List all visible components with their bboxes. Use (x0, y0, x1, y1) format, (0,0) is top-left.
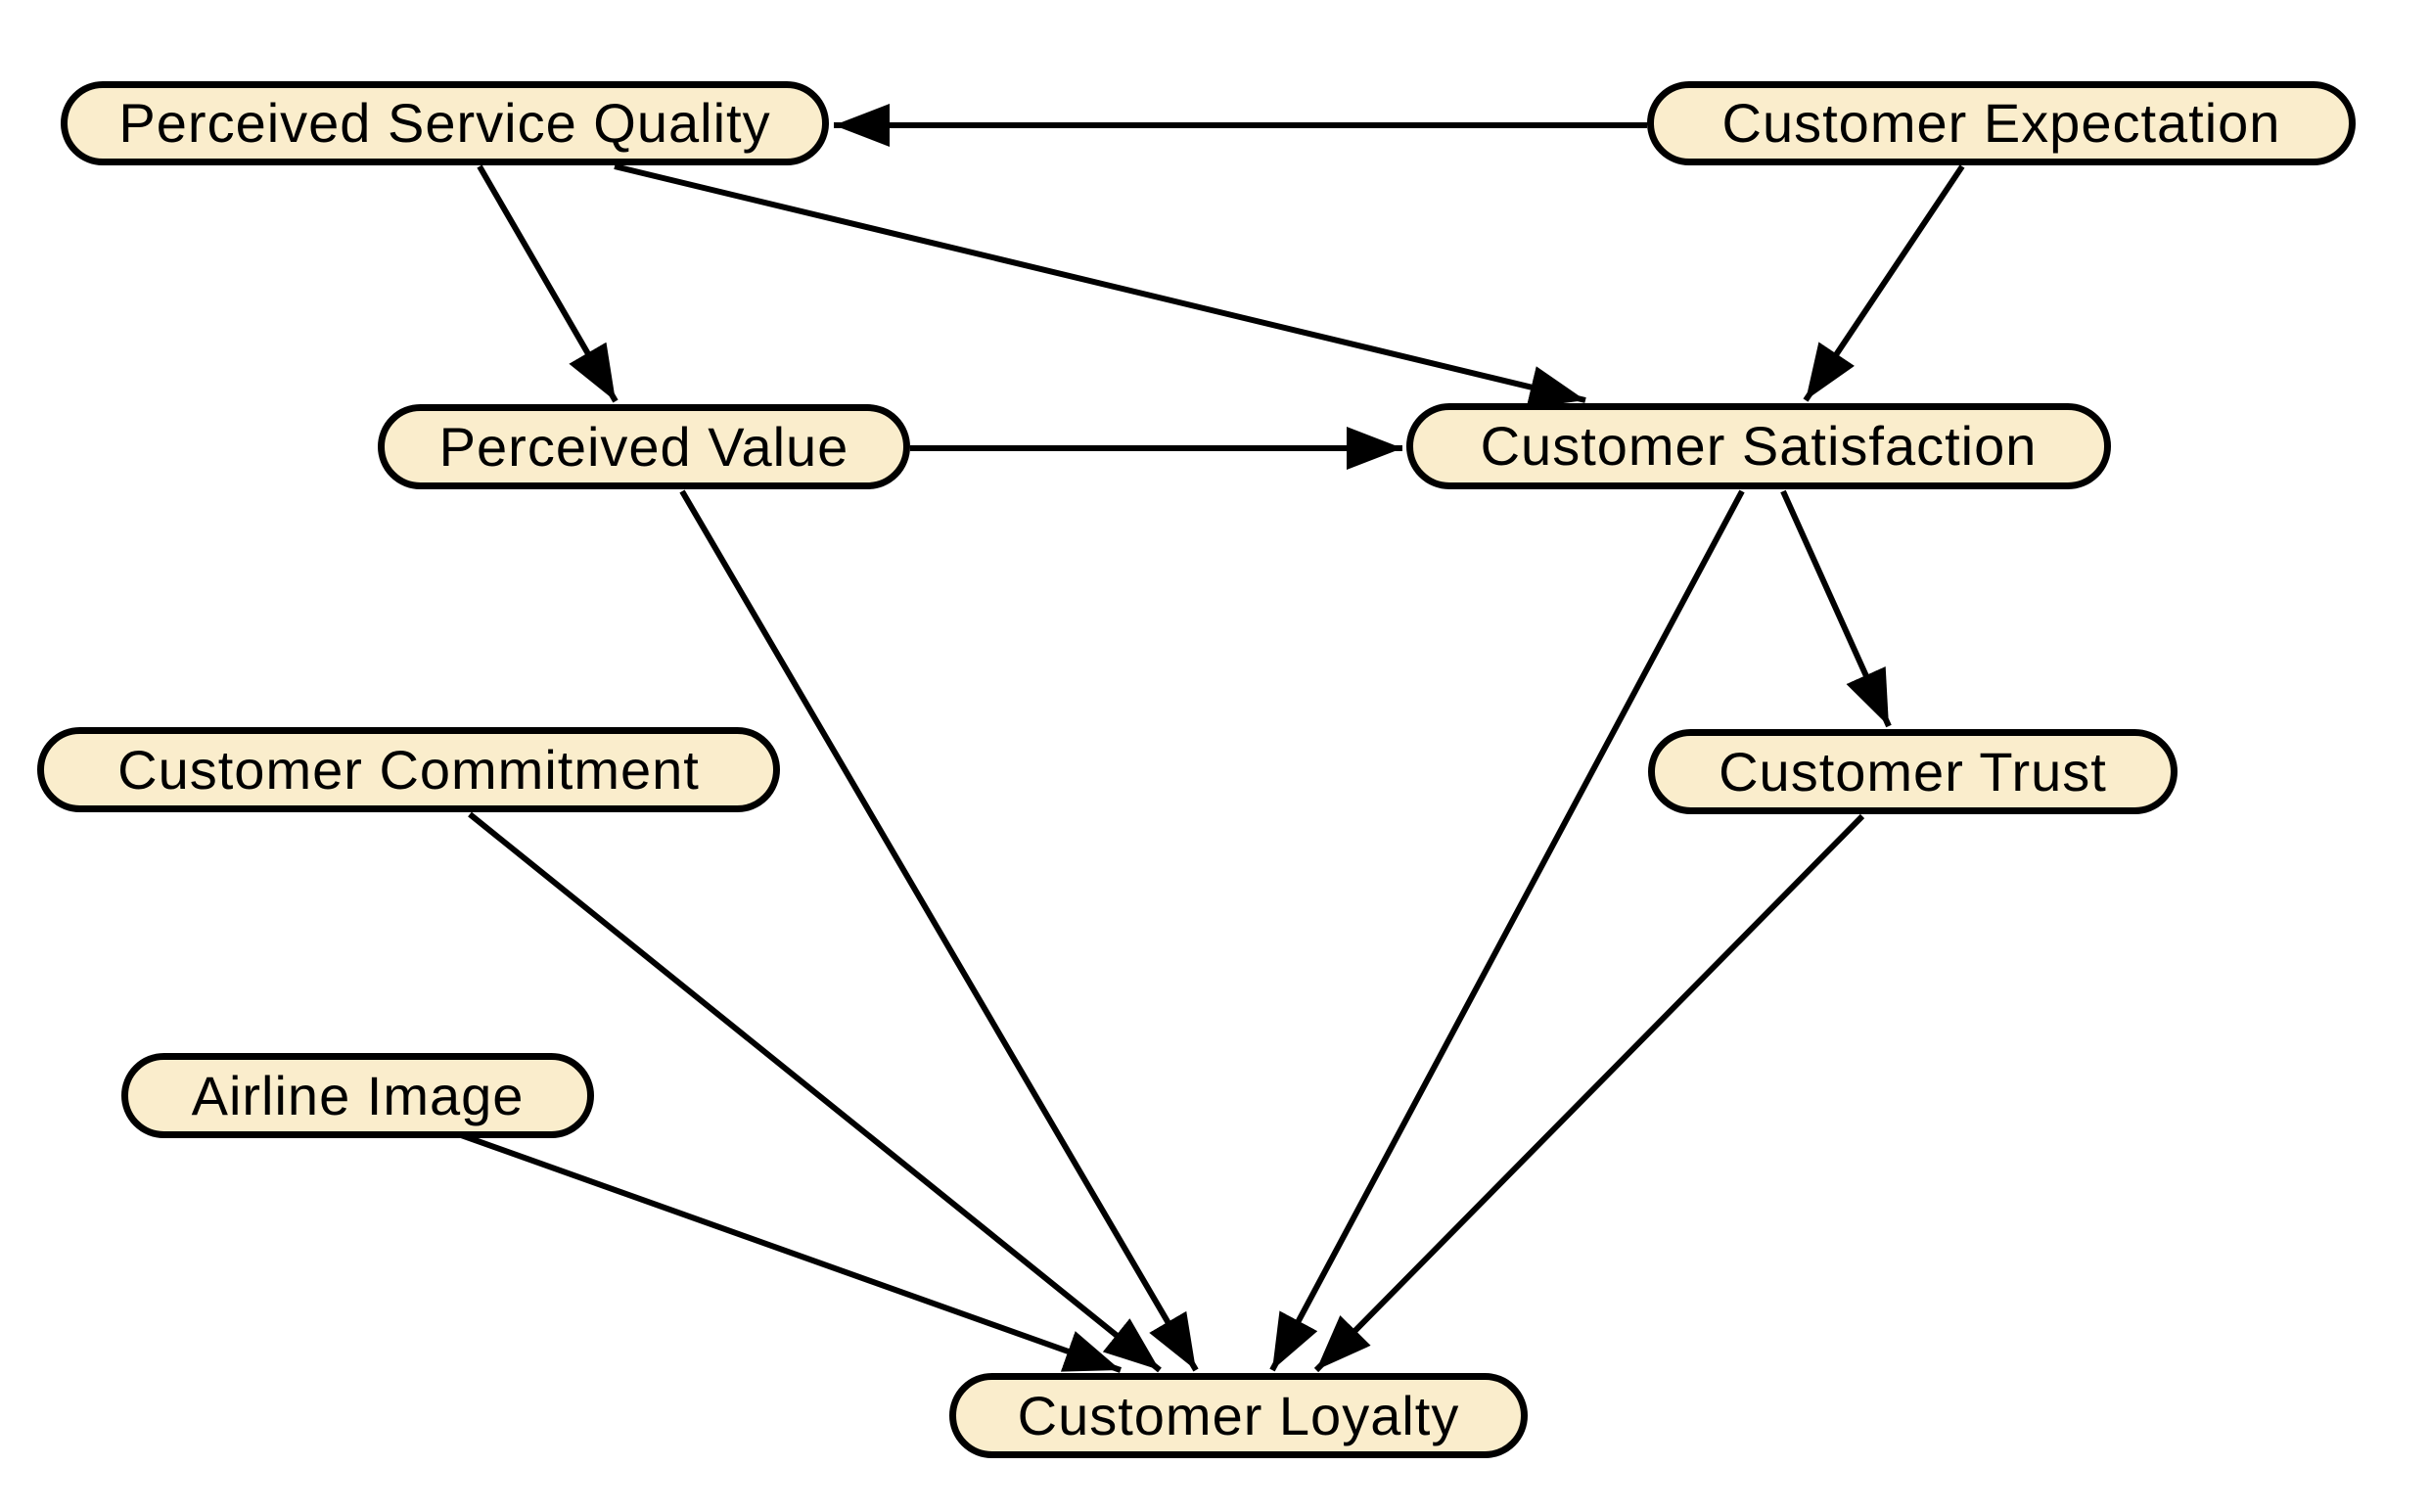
edge-perceived-value-to-customer-loyalty (679, 489, 1199, 1372)
edge-customer-satisfaction-to-customer-loyalty (1269, 489, 1745, 1372)
edge-perceived-service-quality-to-perceived-value (477, 164, 619, 403)
edge-lines (448, 104, 1965, 1373)
node-label: Customer Expectation (1721, 92, 2281, 154)
node-label: Customer Commitment (117, 738, 700, 801)
node-customer-expectation: Customer Expectation (1647, 81, 2356, 165)
node-customer-trust: Customer Trust (1648, 729, 2178, 814)
edge-customer-trust-to-customer-loyalty (1313, 813, 1865, 1373)
node-label: Airline Image (191, 1064, 525, 1126)
node-label: Customer Trust (1719, 740, 2107, 802)
node-label: Perceived Value (438, 415, 849, 478)
edge-customer-expectation-to-customer-satisfaction (1803, 164, 1965, 402)
edge-perceived-service-quality-to-customer-satisfaction (614, 163, 1586, 409)
node-customer-commitment: Customer Commitment (37, 727, 780, 812)
edge-airline-image-to-customer-loyalty (448, 1128, 1123, 1373)
node-perceived-service-quality: Perceived Service Quality (61, 81, 829, 165)
node-label: Perceived Service Quality (118, 92, 771, 154)
node-customer-satisfaction: Customer Satisfaction (1406, 403, 2111, 489)
node-perceived-value: Perceived Value (378, 404, 910, 489)
node-airline-image: Airline Image (121, 1053, 594, 1138)
node-label: Customer Satisfaction (1480, 415, 2038, 477)
edge-customer-commitment-to-customer-loyalty (468, 811, 1162, 1373)
node-customer-loyalty: Customer Loyalty (949, 1373, 1528, 1458)
node-label: Customer Loyalty (1017, 1384, 1460, 1446)
edge-customer-satisfaction-to-customer-trust (1780, 489, 1892, 728)
